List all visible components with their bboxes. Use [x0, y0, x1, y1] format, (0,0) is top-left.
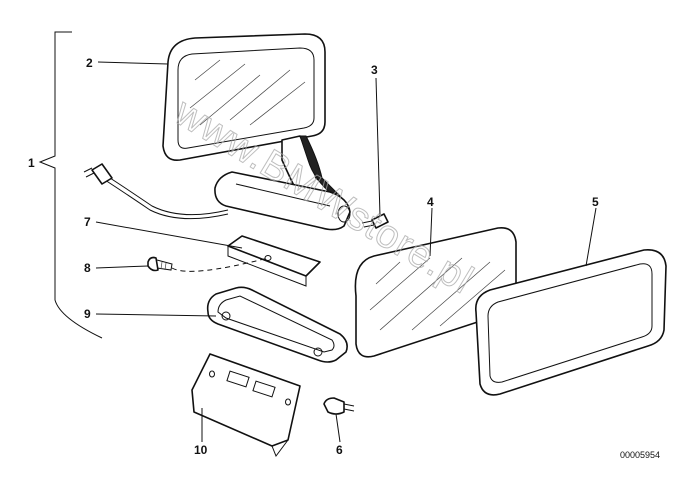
- callout-4: 4: [427, 195, 434, 209]
- cable-connector-part: [83, 163, 229, 220]
- callout-9: 9: [84, 307, 91, 321]
- mirror-head-part: [162, 33, 351, 231]
- screw-part: [147, 256, 173, 272]
- mirror-frame-part: [474, 249, 667, 396]
- gasket-part: [206, 286, 348, 363]
- mounting-plate-part: [227, 235, 321, 287]
- callout-7: 7: [84, 215, 91, 229]
- callout-10: 10: [194, 443, 208, 457]
- callout-labels: 1 2 3 4 5 6 7 8 9 10: [28, 56, 599, 457]
- callout-2: 2: [86, 56, 93, 70]
- callout-1: 1: [28, 156, 35, 170]
- assembly-bracket: [38, 31, 103, 339]
- callout-3: 3: [371, 63, 378, 77]
- diagram-part-number: 00005954: [620, 450, 660, 460]
- clip-nut-part: [323, 397, 355, 415]
- leader-lines: [95, 61, 597, 443]
- callout-8: 8: [84, 261, 91, 275]
- callout-6: 6: [336, 443, 343, 457]
- bracket-plate-part: [191, 353, 301, 458]
- callout-5: 5: [592, 195, 599, 209]
